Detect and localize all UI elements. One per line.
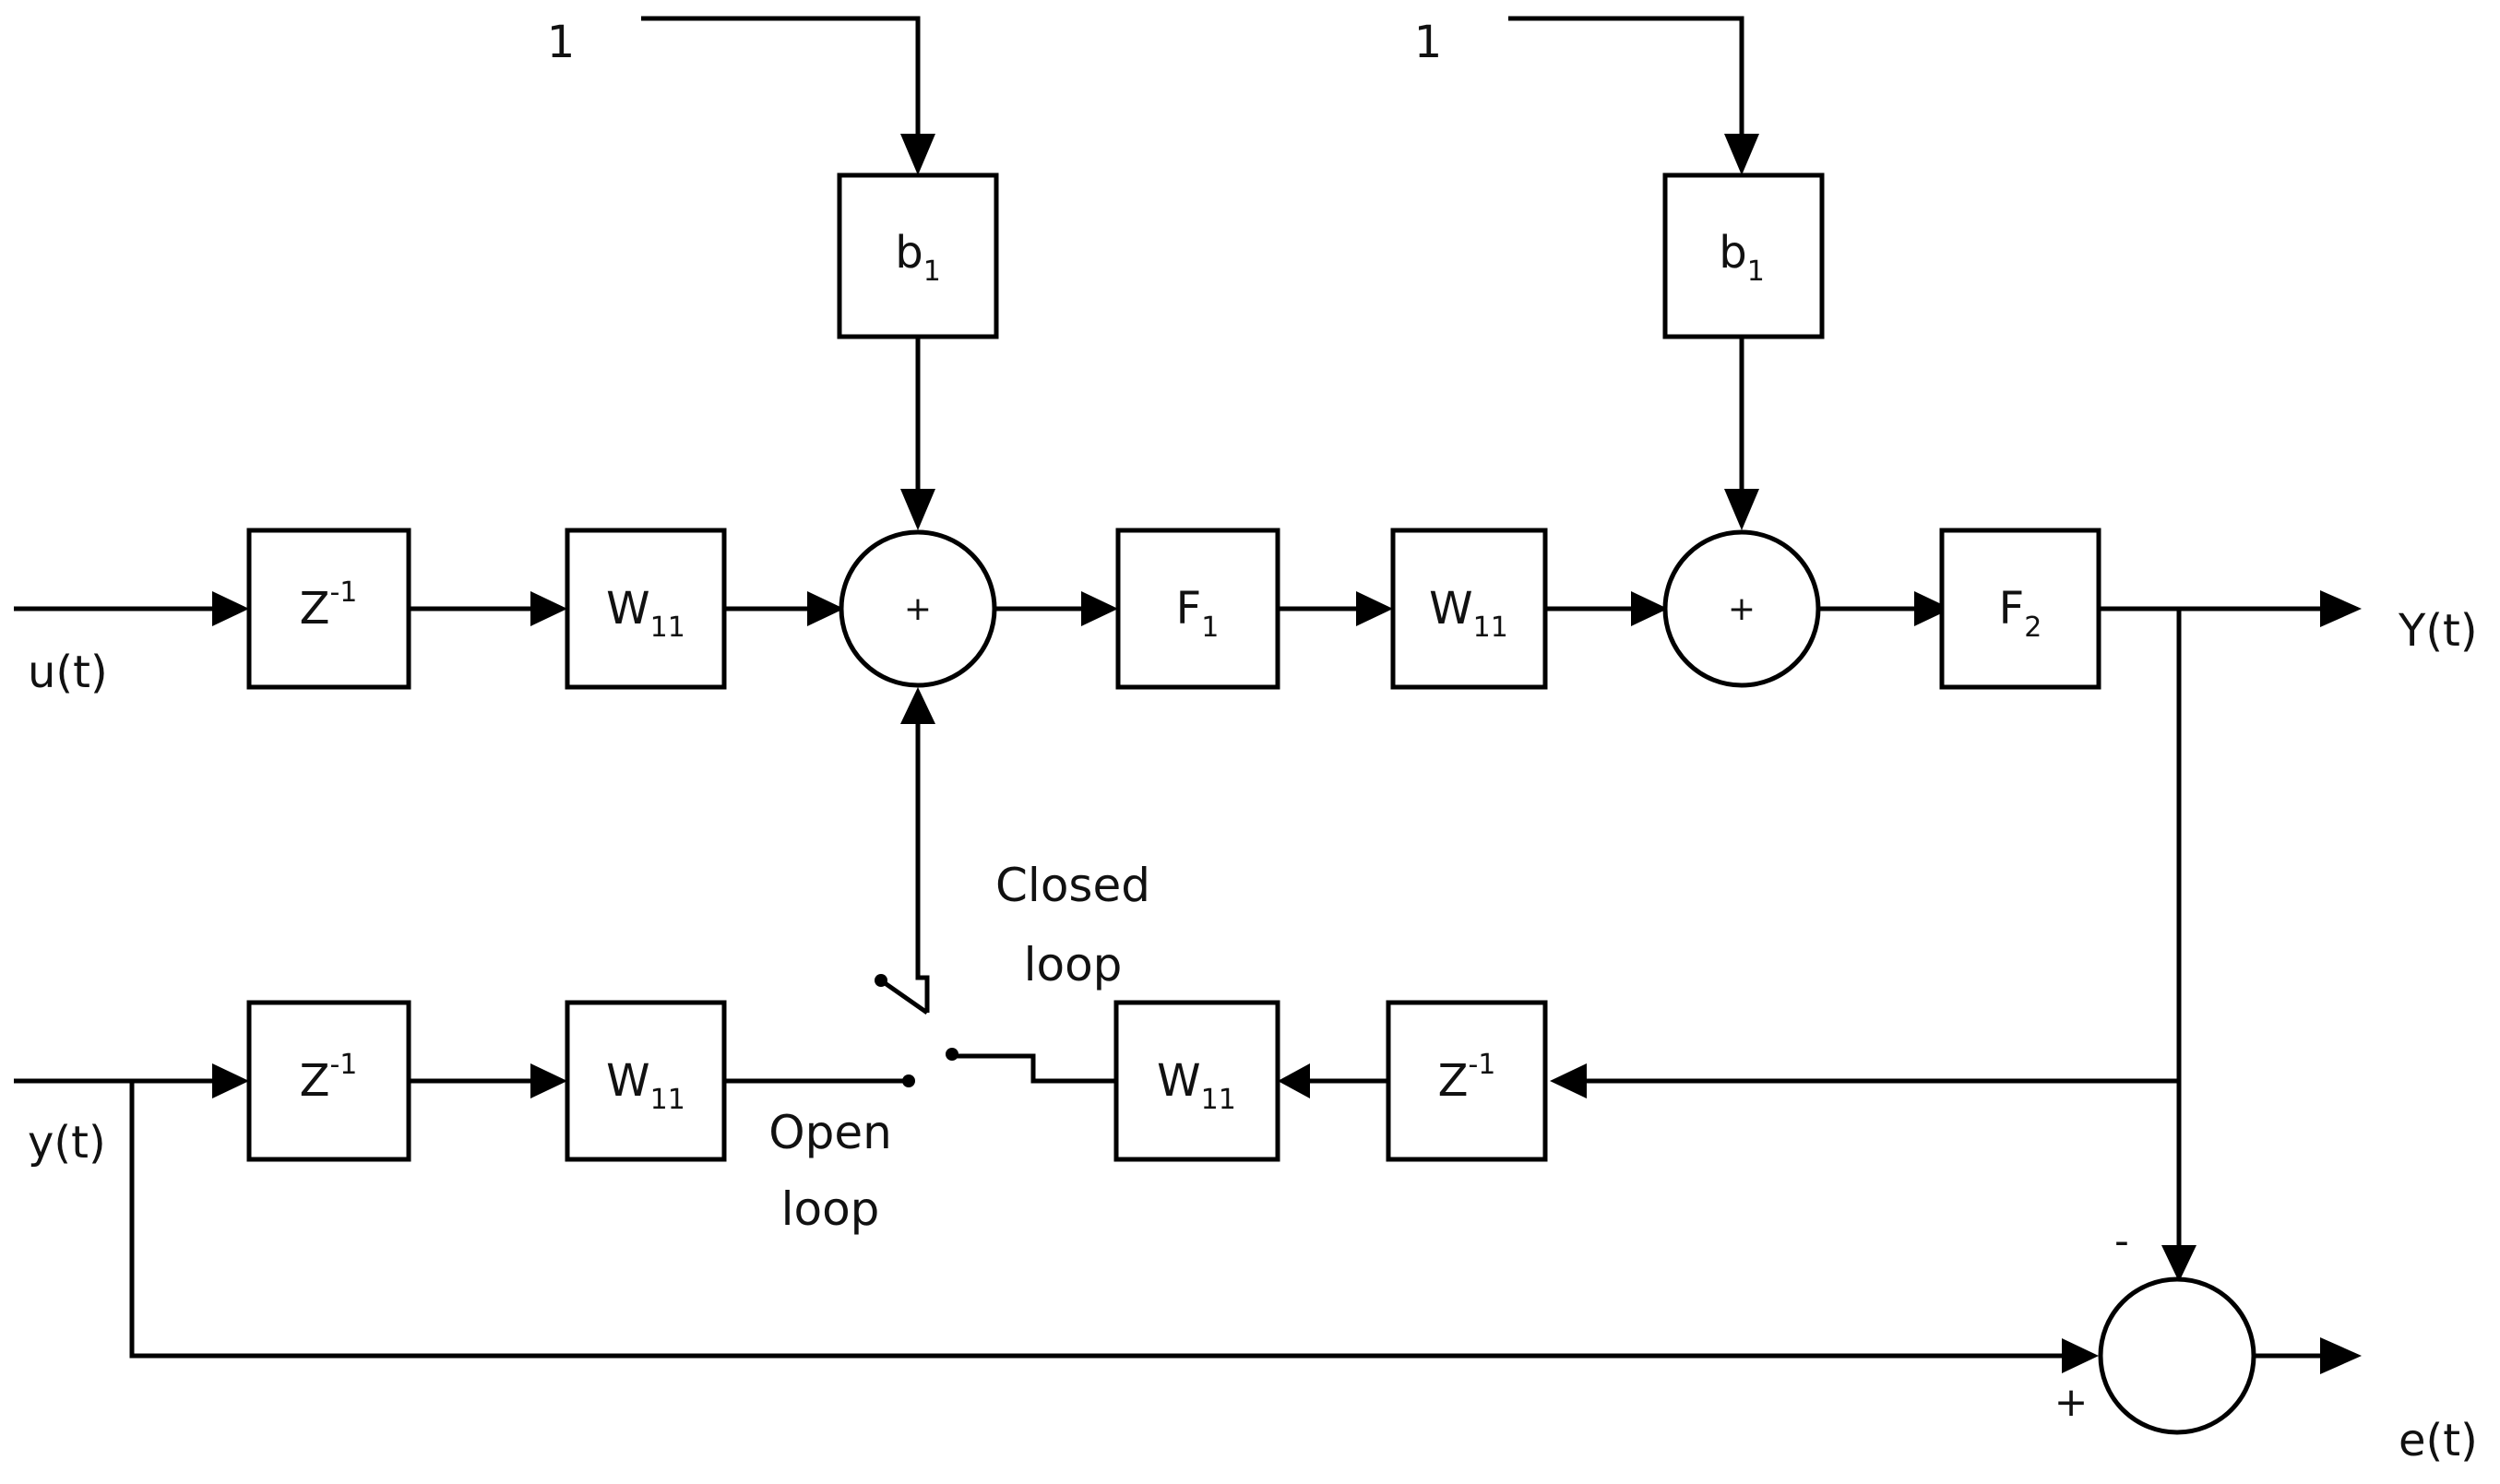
svg-text:b1: b1: [895, 227, 941, 288]
block-label: W: [1157, 1055, 1200, 1107]
block-weight-top-1: W11: [565, 528, 727, 690]
input-y-label: y(t): [28, 1117, 106, 1169]
closed-loop-label-line2: loop: [1024, 938, 1123, 991]
block-weight-top-2: W11: [1390, 528, 1548, 690]
block-subscript: 1: [1201, 611, 1219, 644]
arrowhead: [900, 687, 935, 724]
junction-sign: +: [904, 590, 932, 628]
block-label: Z: [300, 583, 330, 635]
block-bias-1: b1: [837, 172, 999, 339]
error-minus-sign: -: [2114, 1217, 2129, 1264]
junction-sign: +: [1728, 590, 1756, 628]
input-u-label: u(t): [28, 647, 108, 698]
arrowhead: [1278, 1063, 1310, 1098]
block-delay-bottom: Z-1: [246, 1000, 411, 1162]
block-subscript: 11: [1201, 1084, 1236, 1116]
block-label: W: [606, 583, 649, 635]
block-subscript: 11: [650, 611, 685, 644]
arrowhead: [900, 489, 935, 530]
arrowhead: [1724, 489, 1759, 530]
block-subscript: 11: [1473, 611, 1508, 644]
bias-input-label: 1: [547, 17, 576, 68]
block-subscript: 1: [1747, 255, 1765, 288]
svg-text:F2: F2: [1999, 583, 2042, 644]
block-superscript: -1: [329, 1049, 357, 1081]
block-label: Z: [300, 1055, 330, 1107]
summing-junction-2: +: [1662, 529, 1821, 688]
arrowhead: [1724, 134, 1759, 175]
block-subscript: 1: [923, 255, 941, 288]
arrowhead: [530, 1063, 567, 1098]
svg-text:F1: F1: [1176, 583, 1220, 644]
wire-y-to-error: [129, 1081, 2071, 1359]
svg-text:W11: W11: [1157, 1055, 1236, 1116]
bias-input-label: 1: [1414, 17, 1443, 68]
block-label: W: [1429, 583, 1472, 635]
open-loop-label-line1: Open: [768, 1106, 892, 1159]
arrowhead: [212, 1063, 249, 1098]
error-plus-sign: +: [2054, 1379, 2089, 1426]
block-activation-2: F2: [1939, 528, 2101, 690]
arrowhead: [1914, 591, 1951, 626]
svg-text:W11: W11: [606, 1055, 685, 1116]
arrowhead: [900, 134, 935, 175]
block-activation-1: F1: [1115, 528, 1280, 690]
block-label: W: [606, 1055, 649, 1107]
arrowhead: [2320, 590, 2362, 627]
svg-text:Z-1: Z-1: [1438, 1049, 1496, 1107]
closed-loop-label-line1: Closed: [995, 859, 1150, 912]
svg-text:Z-1: Z-1: [300, 576, 358, 635]
svg-text:W11: W11: [606, 583, 685, 644]
block-weight-bottom: W11: [565, 1000, 727, 1162]
block-superscript: -1: [329, 576, 357, 609]
switch-contact-open: [902, 1074, 915, 1087]
block-label: b: [1719, 227, 1746, 279]
switch-blade: [879, 978, 929, 1015]
summing-junction-1: +: [839, 529, 997, 688]
block-label: b: [895, 227, 923, 279]
block-delay-feedback: Z-1: [1386, 1000, 1548, 1162]
open-loop-label-line2: loop: [781, 1182, 880, 1236]
block-subscript: 11: [650, 1084, 685, 1116]
arrowhead: [2062, 1338, 2099, 1373]
arrowhead: [2161, 1245, 2196, 1282]
svg-text:b1: b1: [1719, 227, 1765, 288]
switch-contact-closed: [946, 1048, 958, 1061]
wire-bias1-input: [641, 16, 921, 134]
wire-switch-to-sum1: [915, 724, 930, 1013]
wire-bias2-input: [1508, 16, 1744, 134]
block-subscript: 2: [2024, 611, 2042, 644]
block-bias-2: b1: [1662, 172, 1825, 339]
wire-feedback-w-to-switch: [955, 1053, 1116, 1084]
arrowhead: [1550, 1063, 1587, 1098]
arrowhead: [1081, 591, 1118, 626]
block-delay-top: Z-1: [246, 528, 411, 690]
svg-text:Z-1: Z-1: [300, 1049, 358, 1107]
arrowhead: [1631, 591, 1668, 626]
arrowhead: [530, 591, 567, 626]
svg-text:W11: W11: [1429, 583, 1508, 644]
arrowhead: [212, 591, 249, 626]
block-superscript: -1: [1468, 1049, 1495, 1081]
output-Y-label: Y(t): [2398, 605, 2478, 657]
arrowheads: [212, 134, 2362, 1374]
arrowhead: [1356, 591, 1393, 626]
block-label: Z: [1438, 1055, 1469, 1107]
error-junction: [2098, 1276, 2256, 1435]
block-weight-feedback: W11: [1113, 1000, 1280, 1162]
arrowhead: [807, 591, 844, 626]
block-label: F: [1999, 583, 2025, 635]
wires: [14, 16, 2320, 1359]
switch-pivot: [875, 974, 887, 987]
block-label: F: [1176, 583, 1202, 635]
output-e-label: e(t): [2399, 1415, 2478, 1466]
arrowhead: [2320, 1337, 2362, 1374]
